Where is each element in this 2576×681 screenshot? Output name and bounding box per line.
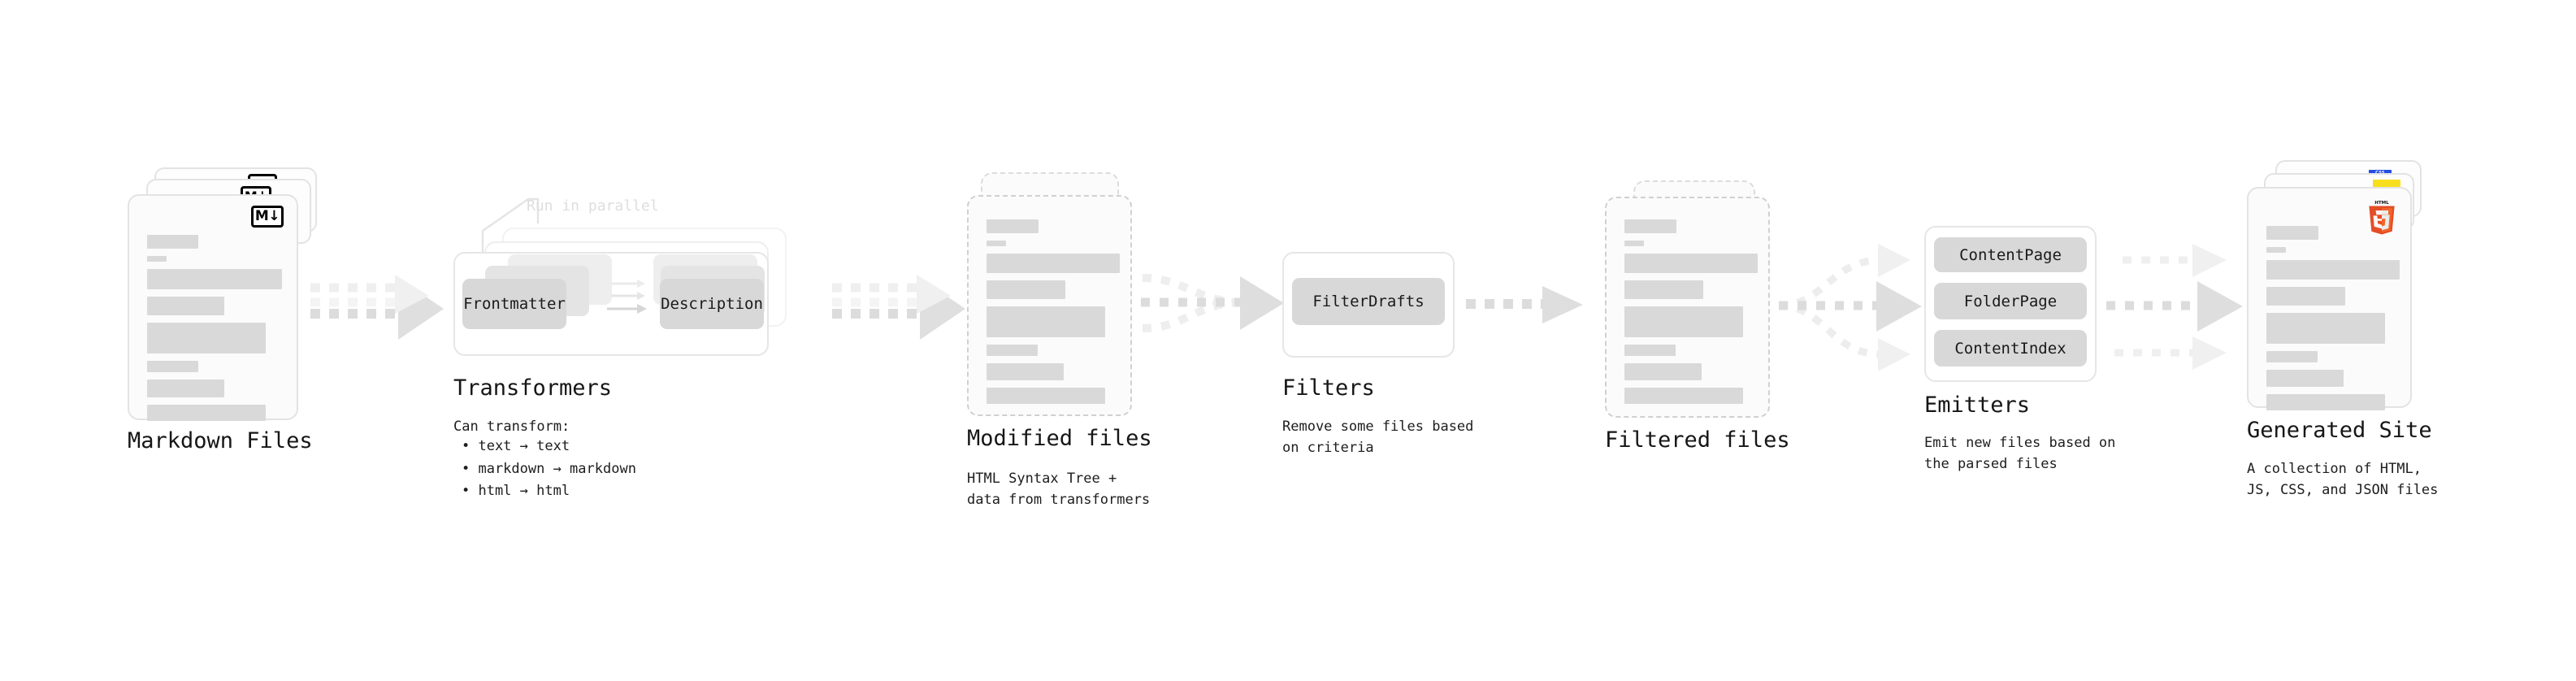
filtered-skeleton-bars [1624,219,1758,411]
skeleton-bar [987,345,1038,356]
emitter-chip-folderpage[interactable]: FolderPage [1934,283,2087,319]
transformers-bullet-list: • text → text • markdown → markdown • ht… [462,436,636,503]
skeleton-bar [2266,351,2318,362]
skeleton-bar [147,380,224,397]
stage-title-markdown-files: Markdown Files [128,428,313,453]
stage-title-generated-site: Generated Site [2247,418,2432,443]
skeleton-bar [147,361,198,372]
emitter-chip-contentpage[interactable]: ContentPage [1934,237,2087,272]
skeleton-bar [1624,280,1703,299]
skeleton-bar [2266,287,2345,306]
emitters-caption: Emit new files based on the parsed files [1924,435,2116,473]
arrow-emitters-to-generated-site [2106,244,2243,370]
skeleton-bar [1624,363,1702,380]
skeleton-bar [2266,226,2318,240]
skeleton-bar [2266,370,2344,387]
stage-title-transformers: Transformers [453,375,613,401]
skeleton-bar [2266,313,2385,344]
run-in-parallel-label: Run in parallel [527,197,659,215]
arrow-filtered-files-to-emitters [1778,244,1922,371]
skeleton-bar [1624,254,1758,273]
modified-card-front [967,195,1132,416]
skeleton-bar [987,254,1120,273]
skeleton-bar [1624,219,1676,233]
markdown-icon: M↓ [251,206,284,228]
skeleton-bar [987,280,1065,299]
transformer-inner-arrows [607,280,647,314]
skeleton-bar [2266,247,2286,253]
transformer-chip-frontmatter[interactable]: Frontmatter [462,279,566,329]
skeleton-bar [147,297,224,315]
arrow-markdown-to-transformers [310,275,444,340]
arrow-modified-files-to-filters [1141,274,1284,332]
generated-site-caption: A collection of HTML, JS, CSS, and JSON … [2247,461,2439,499]
stage-title-emitters: Emitters [1924,393,2031,418]
markdown-skeleton-bars [147,235,282,428]
skeleton-bar [987,306,1105,337]
filtered-card-front [1605,197,1770,418]
svg-text:HTML: HTML [2374,201,2389,206]
modified-files-caption: HTML Syntax Tree + data from transformer… [967,471,1151,509]
transformers-bullet-item: • markdown → markdown [462,460,636,477]
filter-chip-filterdrafts[interactable]: FilterDrafts [1292,278,1445,325]
html5-icon: HTML [2369,201,2395,235]
skeleton-bar [987,363,1064,380]
skeleton-bar [2266,394,2385,410]
transformers-caption: Can transform: [453,419,570,435]
transformers-bullet-item: • text → text [462,438,570,454]
skeleton-bar [1624,388,1743,404]
transformers-bullet-item: • html → html [462,483,570,500]
stage-title-filters: Filters [1282,375,1375,401]
site-card-front: HTML [2247,187,2412,410]
skeleton-bar [147,256,167,262]
skeleton-bar [147,235,198,249]
modified-skeleton-bars [987,219,1120,411]
run-in-parallel-leader [481,197,540,256]
skeleton-bar [987,219,1039,233]
transformer-chip-description[interactable]: Description [660,279,764,329]
skeleton-bar [147,269,282,289]
markdown-card-front: M↓ [128,194,298,421]
skeleton-bar [147,405,266,421]
site-skeleton-bars [2266,226,2400,418]
stage-title-filtered-files: Filtered files [1605,427,1790,453]
skeleton-bar [2266,260,2400,280]
filters-caption: Remove some files based on criteria [1282,419,1474,457]
skeleton-bar [1624,306,1743,337]
stage-title-modified-files: Modified files [967,426,1152,451]
skeleton-bar [987,388,1105,404]
arrow-transformers-to-modified-files [832,275,965,340]
skeleton-bar [1624,241,1644,246]
skeleton-bar [1624,345,1676,356]
skeleton-bar [147,323,266,354]
skeleton-bar [987,241,1006,246]
arrow-filters-to-filtered-files [1466,286,1583,323]
emitter-chip-contentindex[interactable]: ContentIndex [1934,330,2087,367]
